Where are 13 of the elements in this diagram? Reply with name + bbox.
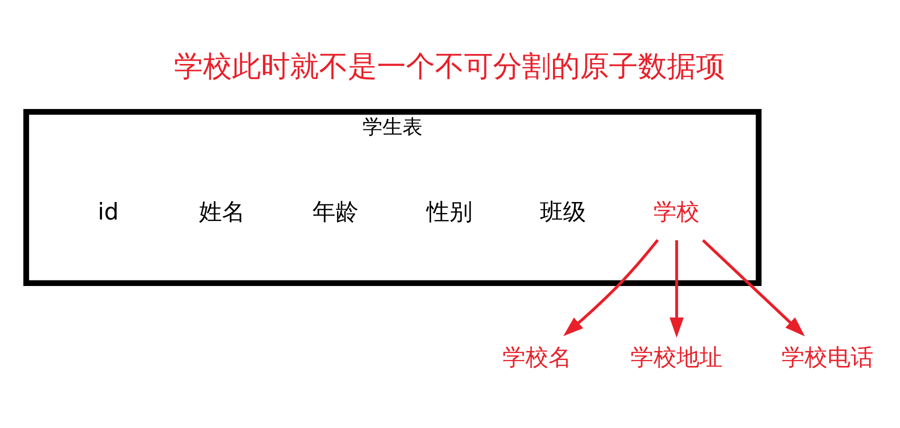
node-text: 年龄	[312, 199, 359, 226]
node-text: 学校名	[502, 344, 572, 371]
label: 学校此时就不是一个不可分割的原子数据项	[174, 48, 725, 83]
node-text: 学校地址	[630, 344, 723, 371]
node-text: 姓名	[198, 199, 245, 226]
node-text: 学校电话	[782, 344, 874, 371]
node-text: id	[98, 199, 119, 226]
arrow	[670, 240, 684, 338]
node-text: 性别	[426, 199, 472, 226]
node-text: 学校	[654, 199, 700, 226]
arrow	[563, 239, 659, 336]
arrow	[702, 239, 805, 336]
node-text: 班级	[540, 199, 586, 226]
